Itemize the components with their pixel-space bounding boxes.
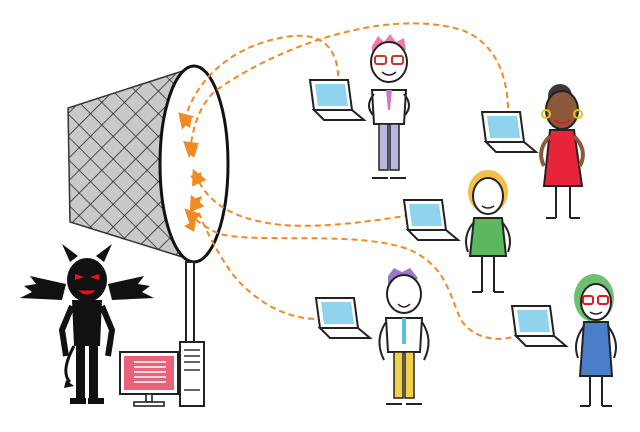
person-icon bbox=[368, 34, 410, 179]
data-stream-arrow-icon bbox=[191, 168, 431, 227]
person-icon bbox=[465, 170, 511, 293]
devil-eye bbox=[75, 274, 84, 280]
data-stream-arrow-icon bbox=[183, 22, 510, 158]
laptop-icon bbox=[402, 199, 461, 241]
monitor-screen bbox=[124, 356, 174, 390]
desktop-computer-icon bbox=[119, 341, 205, 407]
devil-hacker-icon bbox=[20, 244, 154, 404]
phishing-net-icon bbox=[67, 64, 230, 395]
person-icon bbox=[378, 268, 430, 405]
laptop-icon bbox=[480, 111, 539, 153]
devil-eye bbox=[90, 274, 99, 280]
person-icon bbox=[574, 274, 617, 407]
laptop-icon bbox=[510, 305, 569, 347]
data-stream-arrow-icon bbox=[178, 34, 340, 130]
laptop-icon bbox=[314, 297, 373, 339]
data-stream-arrows bbox=[178, 22, 539, 340]
person-icon bbox=[539, 84, 585, 219]
laptop-icon bbox=[308, 79, 367, 121]
computer-tower bbox=[179, 341, 205, 407]
data-arrowheads bbox=[180, 116, 202, 232]
